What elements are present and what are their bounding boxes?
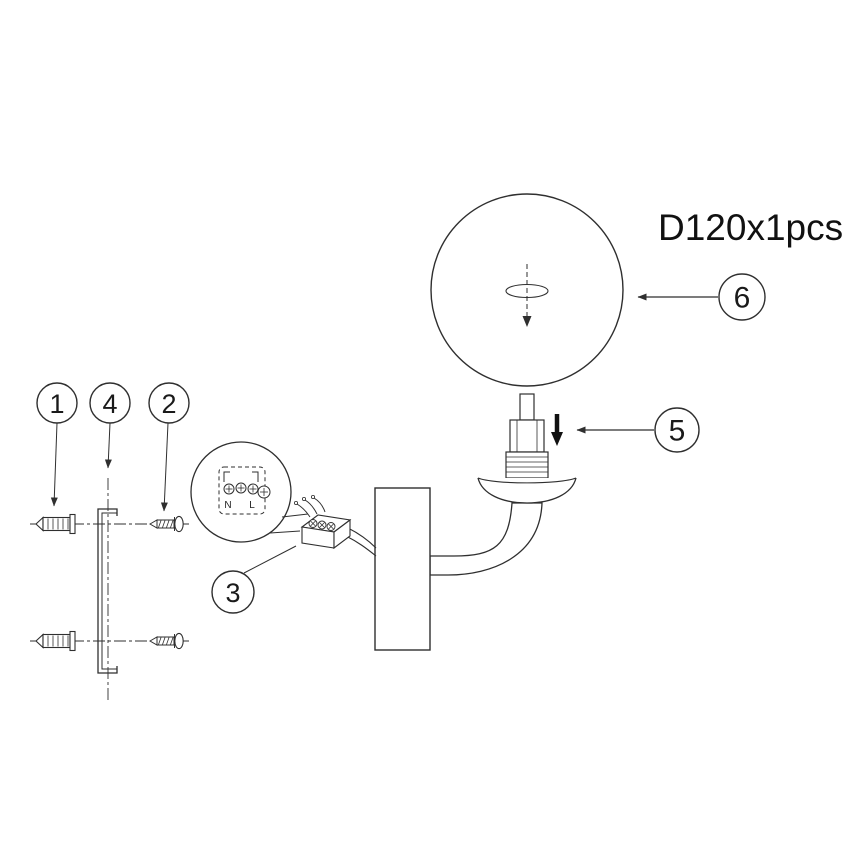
callout-part5-number: 5 xyxy=(669,415,686,448)
leader-part3 xyxy=(243,545,297,574)
screw-bottom xyxy=(148,632,184,650)
callout-part2: 2 xyxy=(148,382,190,424)
wall-anchor-top xyxy=(35,513,76,535)
terminal-block xyxy=(293,494,377,557)
bobeche-cup xyxy=(477,477,577,504)
terminal-screw-icon xyxy=(223,483,235,495)
wire xyxy=(347,527,377,549)
callout-part1-number: 1 xyxy=(49,389,64,419)
socket-body xyxy=(509,419,545,453)
callout-part5: 5 xyxy=(654,407,700,453)
live-label: L xyxy=(249,500,255,511)
callout-part3: 3 xyxy=(211,570,255,614)
lamp-arm xyxy=(429,502,543,576)
insert-arrow-icon xyxy=(551,414,563,446)
wiring-detail: N L xyxy=(190,441,309,543)
neutral-label: N xyxy=(224,500,231,511)
callout-part2-number: 2 xyxy=(161,389,176,419)
glass-globe xyxy=(430,193,624,387)
lamp-socket xyxy=(505,393,563,479)
socket-neck xyxy=(519,393,535,421)
callout-part6-number: 6 xyxy=(734,282,751,315)
callout-part4: 4 xyxy=(89,382,131,424)
terminal-screw-icon xyxy=(247,483,259,495)
ground-screw-icon xyxy=(257,485,271,499)
wall-anchor-bottom xyxy=(35,630,76,652)
mounting-bracket xyxy=(97,508,118,674)
callout-part4-number: 4 xyxy=(102,389,117,419)
size-note: D120x1pcs xyxy=(658,207,843,248)
wire xyxy=(345,535,377,557)
screw-top xyxy=(148,515,184,533)
rotation-icon xyxy=(505,264,549,327)
leader-part2 xyxy=(160,422,169,512)
callout-part3-number: 3 xyxy=(225,578,240,608)
leader-part4 xyxy=(104,422,112,469)
curved-arm xyxy=(429,502,543,576)
callout-part1: 1 xyxy=(36,382,78,424)
terminal-screw-icon xyxy=(235,482,247,494)
leader-part1 xyxy=(50,422,58,507)
wall-plate xyxy=(374,487,431,651)
callout-part6: 6 xyxy=(718,273,766,321)
socket-thread xyxy=(505,451,549,479)
